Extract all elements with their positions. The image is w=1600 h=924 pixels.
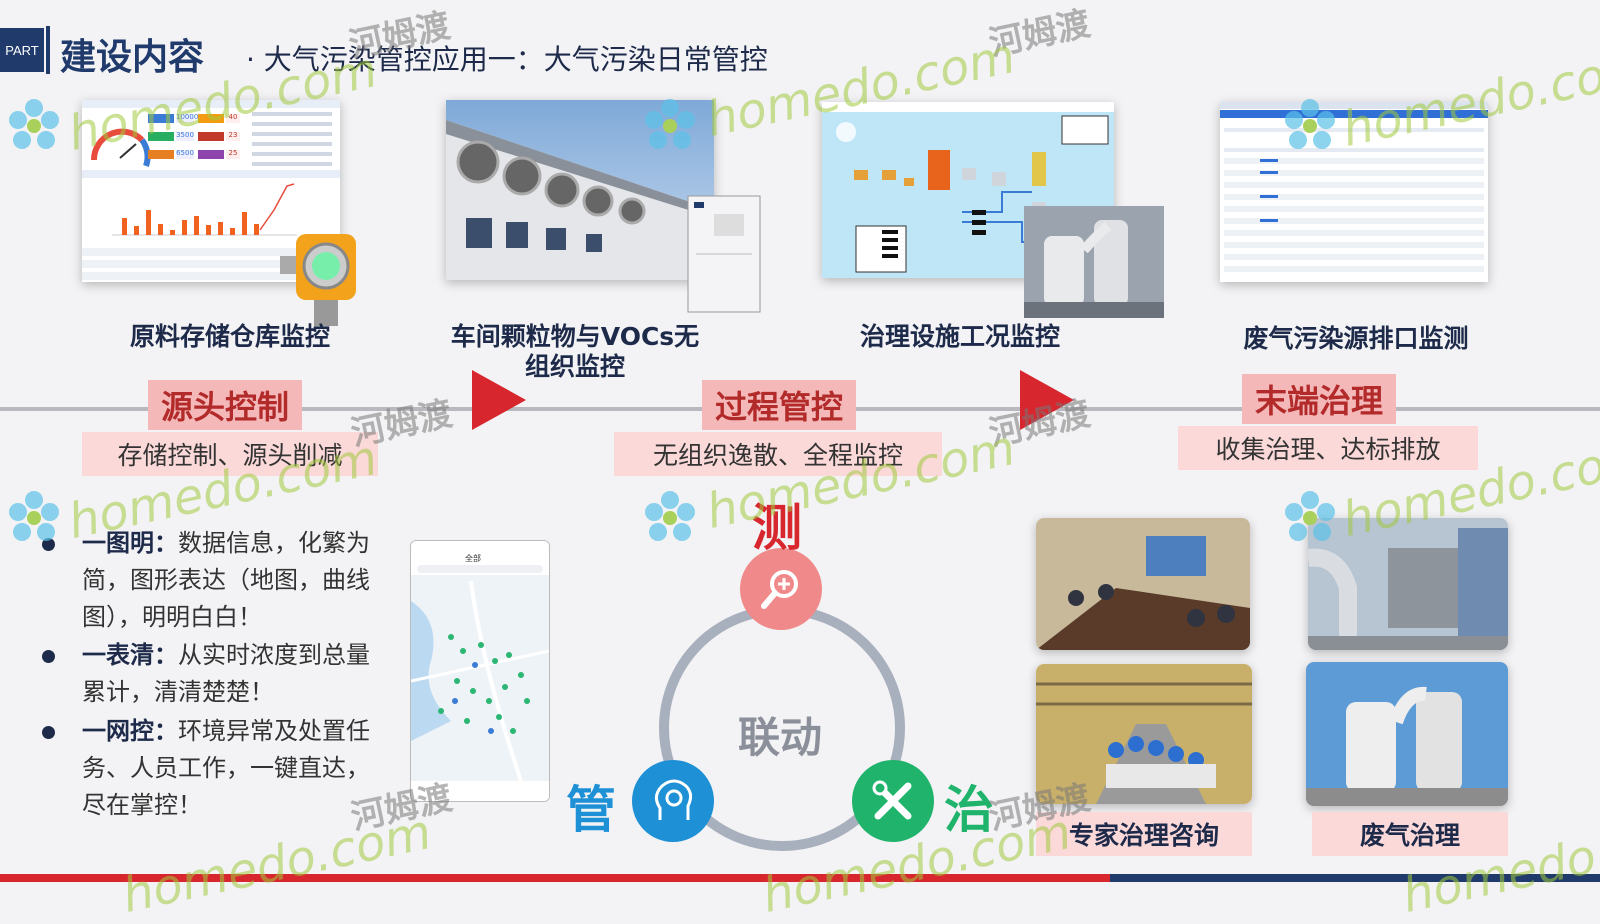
emission-table-image <box>1220 102 1488 282</box>
part-label: PART <box>5 42 39 58</box>
bottom-bar-navy <box>1110 874 1600 882</box>
facility-diagram-image <box>822 102 1114 278</box>
bullet-2-text: 从实时浓度到总量累计，清清楚楚！ <box>82 641 370 706</box>
kpi-value-4: 23 <box>228 131 238 139</box>
timeline-arrow-2 <box>1020 370 1074 430</box>
bottom-bar-red <box>0 874 1110 882</box>
watermark-flower-icon <box>9 491 59 541</box>
kpi-value-3: 3500 <box>176 131 194 139</box>
workshop-graphic <box>446 100 714 280</box>
meeting-photo <box>1036 518 1250 650</box>
page-title: 建设内容 <box>60 37 205 78</box>
warehouse-dashboard-image: 10000 40 3500 23 6500 25 <box>82 100 340 282</box>
caption-emission: 废气污染源排口监测 <box>1243 324 1469 353</box>
head-gear-icon <box>655 779 693 820</box>
caption-expert: 专家治理咨询 <box>1036 812 1252 856</box>
part-tag: PART <box>0 28 44 72</box>
page-subtitle: · 大气污染管控应用一：大气污染日常管控 <box>246 43 768 76</box>
cycle-center-text: 联动 <box>738 713 823 762</box>
bullet-1: 一图明：数据信息，化繁为简，图形表达（地图，曲线图），明明白白！ <box>82 525 392 636</box>
measure-label: 测 <box>752 499 802 557</box>
kpi-value-6: 25 <box>228 149 238 157</box>
magnifier-icon <box>761 570 798 609</box>
watermark-cn-2: 河姆渡 <box>985 3 1094 65</box>
timeline-arrow-1 <box>472 370 526 430</box>
phone-map-graphic <box>411 541 549 801</box>
phone-map-screenshot: 全部 <box>410 540 550 802</box>
stage-title-end: 末端治理 <box>1242 374 1396 424</box>
kpi-value-1: 10000 <box>176 113 199 121</box>
bullet-2-key: 一表清： <box>82 641 178 669</box>
watermark-flower-icon <box>645 491 695 541</box>
bullet-dot-2 <box>42 650 55 663</box>
bullet-3: 一网控：环境异常及处置任务、人员工作，一键直达，尽在掌控！ <box>82 713 392 824</box>
monitor-cabinet-image <box>687 195 761 313</box>
tools-icon <box>872 780 912 820</box>
header-bar <box>46 26 50 74</box>
manage-node <box>632 760 714 842</box>
kpi-value-5: 6500 <box>176 149 194 157</box>
duct-graphic <box>1308 518 1508 650</box>
caption-workshop: 车间颗粒物与VOCs无组织监控 <box>450 322 700 381</box>
watermark-flower-icon <box>9 99 59 149</box>
measure-node <box>740 548 822 630</box>
govern-node <box>852 760 934 842</box>
scrubber-graphic <box>1306 662 1508 806</box>
bullet-2: 一表清：从实时浓度到总量累计，清清楚楚！ <box>82 637 392 711</box>
manage-label: 管 <box>566 781 616 839</box>
phone-tab-all: 全部 <box>465 554 481 563</box>
workshop-visit-photo <box>1036 664 1252 804</box>
stage-sub-source: 存储控制、源头削减 <box>82 432 378 476</box>
stage-sub-process: 无组织逸散、全程监控 <box>614 432 942 476</box>
bullet-1-text: 数据信息，化繁为简，图形表达（地图，曲线图），明明白白！ <box>82 529 370 631</box>
emission-table-graphic <box>1220 102 1488 282</box>
scrubber-photo <box>1306 662 1508 806</box>
kpi-value-2: 40 <box>228 113 238 121</box>
meeting-graphic <box>1036 518 1250 650</box>
duct-photo <box>1308 518 1508 650</box>
bullet-dot-1 <box>42 538 55 551</box>
stage-title-process: 过程管控 <box>702 380 856 430</box>
bullet-dot-3 <box>42 726 55 739</box>
facility-graphic <box>822 102 1114 278</box>
caption-facility: 治理设施工况监控 <box>859 322 1060 351</box>
caption-warehouse: 原料存储仓库监控 <box>129 322 330 351</box>
govern-label: 治 <box>944 781 994 839</box>
dashboard-graphic <box>82 100 340 282</box>
caption-gas-treatment: 废气治理 <box>1312 812 1508 856</box>
scrubber-tower-image <box>1024 206 1164 318</box>
workshop-visit-graphic <box>1036 664 1252 804</box>
stage-title-source: 源头控制 <box>148 380 302 430</box>
bullet-3-text: 环境异常及处置任务、人员工作，一键直达，尽在掌控！ <box>82 717 370 819</box>
workshop-photo <box>446 100 714 280</box>
bullet-3-key: 一网控： <box>82 717 178 745</box>
bullet-1-key: 一图明： <box>82 529 178 557</box>
stage-sub-end: 收集治理、达标排放 <box>1178 426 1478 470</box>
gas-detector-image <box>280 234 356 326</box>
